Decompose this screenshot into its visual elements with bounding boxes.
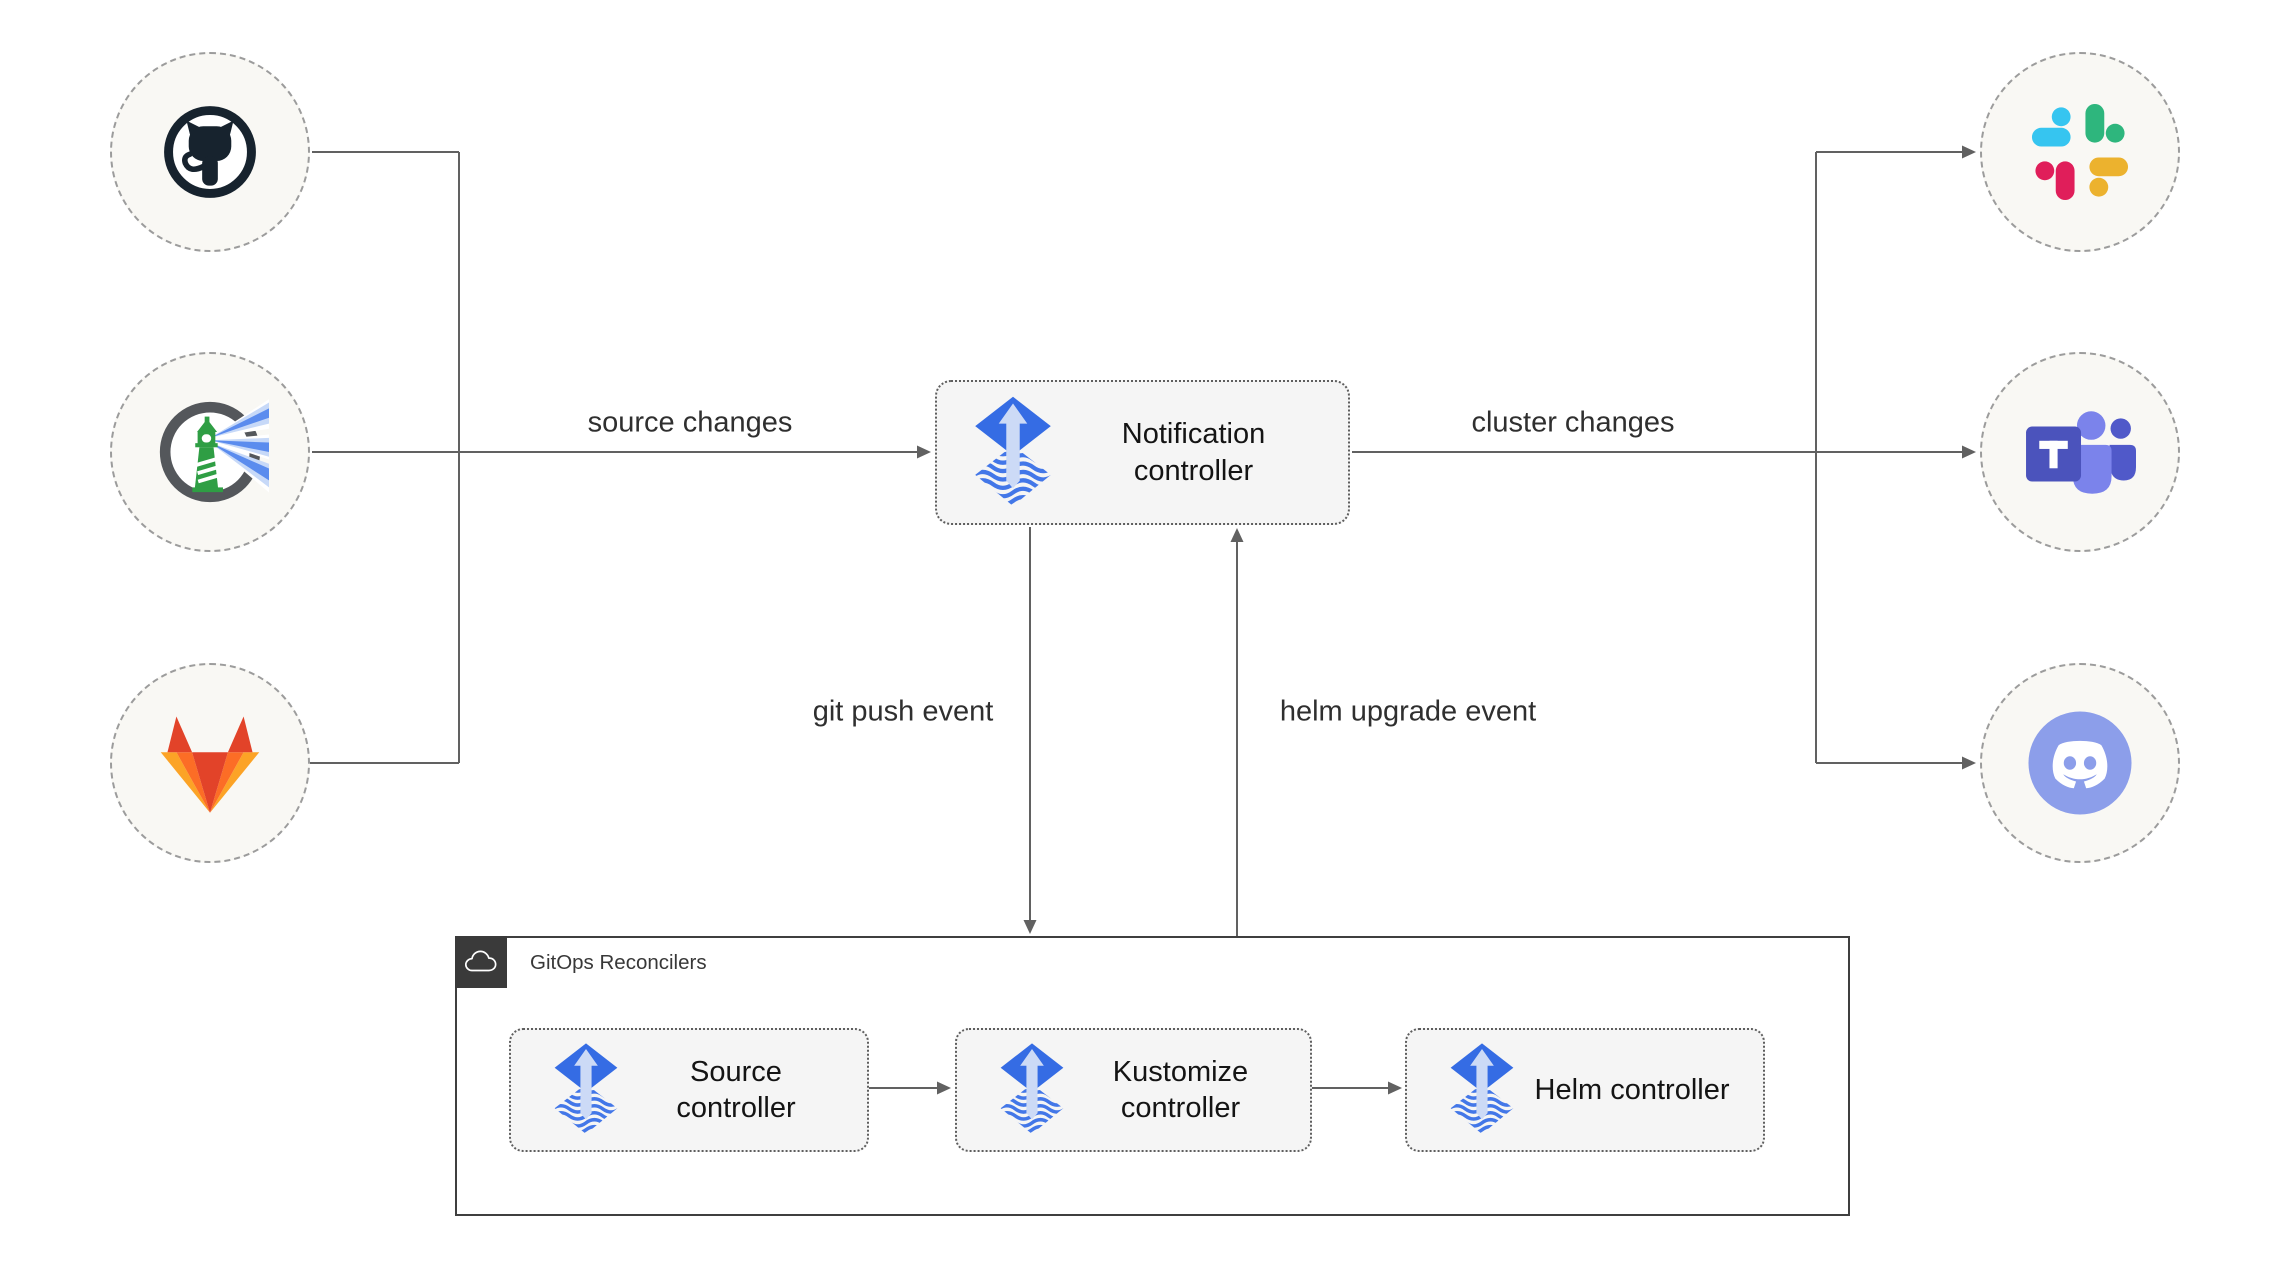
edge-label-helm-upgrade-event: helm upgrade event — [1279, 695, 1537, 728]
source-controller-box: Source controller — [509, 1028, 869, 1152]
kustomize-controller-label: Kustomize controller — [1112, 1055, 1249, 1124]
helm-controller-box: Helm controller — [1405, 1028, 1765, 1152]
flux-icon — [1447, 1042, 1517, 1139]
gitlab-icon — [154, 712, 266, 815]
source-controller-label: Source controller — [676, 1055, 796, 1124]
flux-icon — [997, 1042, 1067, 1139]
flux-icon — [971, 395, 1055, 511]
node-gitlab — [110, 663, 310, 863]
node-github — [110, 52, 310, 252]
gitops-reconcilers-container: GitOps Reconcilers Source controller Kus… — [454, 935, 1850, 1216]
kustomize-controller-box: Kustomize controller — [955, 1028, 1312, 1152]
container-badge — [454, 935, 507, 988]
cloud-icon — [463, 948, 499, 975]
gitops-reconcilers-title: GitOps Reconcilers — [530, 951, 707, 974]
harbor-icon — [151, 393, 269, 511]
discord-icon — [2024, 707, 2136, 819]
edge-label-source-changes: source changes — [587, 406, 793, 439]
node-teams — [1980, 352, 2180, 552]
notification-controller-box: Notification controller — [935, 380, 1350, 525]
notification-controller-label: Notification controller — [1121, 418, 1266, 487]
slack-icon — [2028, 100, 2132, 204]
github-icon — [154, 96, 266, 208]
node-harbor — [110, 352, 310, 552]
teams-icon — [2024, 404, 2136, 501]
node-slack — [1980, 52, 2180, 252]
node-discord — [1980, 663, 2180, 863]
edge-label-git-push-event: git push event — [812, 695, 994, 728]
flux-icon — [551, 1042, 621, 1139]
edge-label-cluster-changes: cluster changes — [1471, 406, 1675, 439]
helm-controller-label: Helm controller — [1534, 1073, 1730, 1106]
